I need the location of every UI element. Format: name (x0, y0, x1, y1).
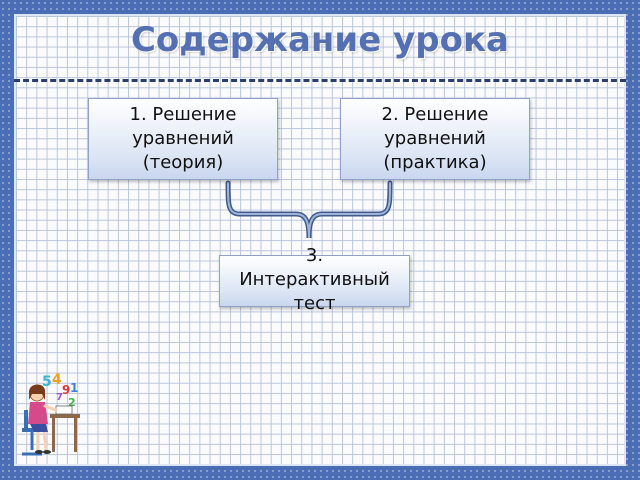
topic-label-practice: 2. Решение уравнений (практика) (381, 104, 489, 173)
svg-text:1: 1 (70, 381, 78, 395)
topic-box-practice[interactable]: 2. Решение уравнений (практика) (340, 98, 530, 180)
topic-label-test: 3. Интерактивный тест (239, 245, 390, 314)
title-divider (14, 79, 626, 82)
svg-text:7: 7 (56, 392, 63, 403)
graph-paper-background (14, 14, 626, 466)
topic-box-theory[interactable]: 1. Решение уравнений (теория) (88, 98, 278, 180)
topic-label-theory: 1. Решение уравнений (теория) (129, 104, 237, 173)
svg-text:4: 4 (52, 372, 62, 388)
girl-with-numbers-illustration: 5 4 9 1 2 7 (22, 372, 80, 456)
svg-text:9: 9 (62, 383, 70, 397)
svg-text:5: 5 (42, 374, 52, 390)
topic-box-test[interactable]: 3. Интерактивный тест (219, 245, 410, 314)
svg-text:2: 2 (68, 396, 76, 409)
slide-title: Содержание урока (130, 20, 510, 60)
